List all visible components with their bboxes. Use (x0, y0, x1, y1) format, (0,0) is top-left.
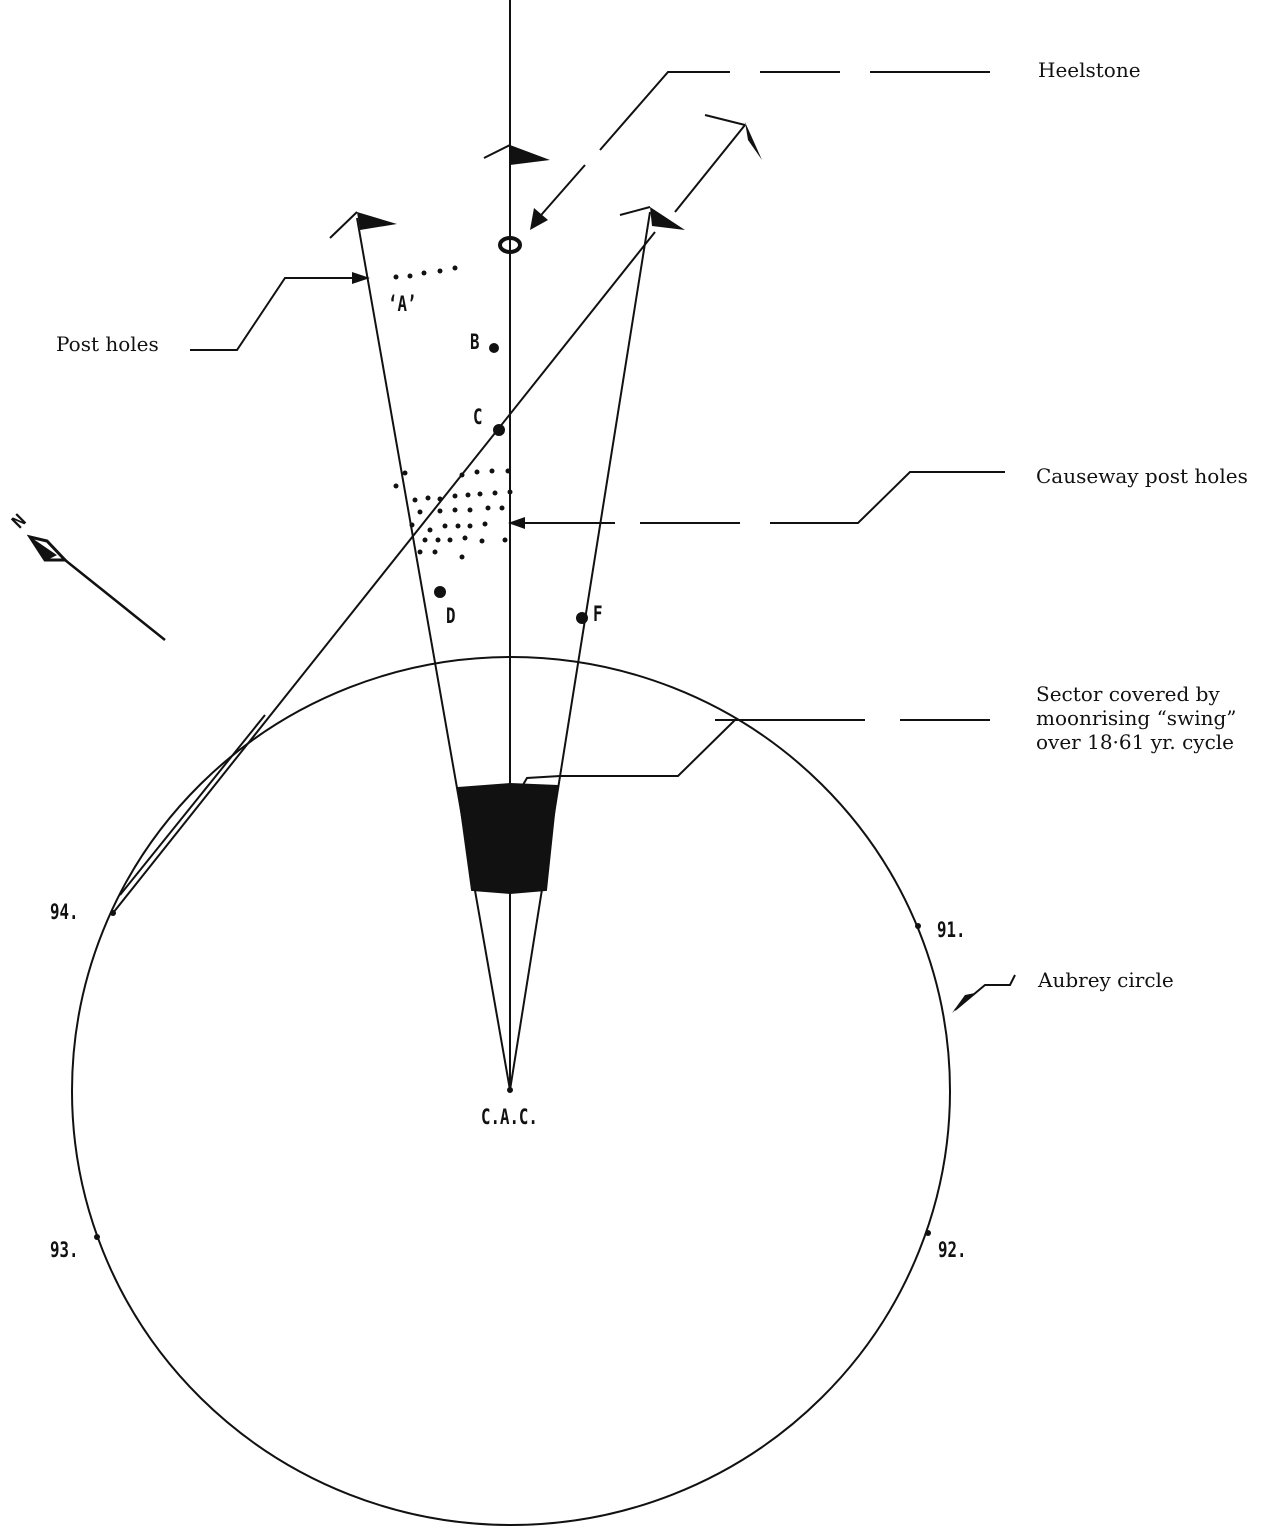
causeway-post-hole (402, 470, 408, 476)
causeway-post-hole (492, 490, 498, 496)
causeway-post-hole (474, 469, 480, 475)
post-holes-dots (393, 265, 458, 280)
causeway-post-hole (412, 497, 418, 503)
causeway-post-hole (452, 507, 458, 513)
aubrey-leader (954, 974, 1016, 1011)
aubrey-hole-94: 94. (50, 900, 79, 924)
causeway-post-hole (437, 496, 443, 502)
center-label-cac: C.A.C. (481, 1105, 538, 1129)
causeway-post-hole (452, 493, 458, 499)
causeway-post-hole (462, 535, 468, 541)
causeway-post-hole (447, 537, 453, 543)
causeway-post-hole (455, 523, 461, 529)
diagonal-extension (674, 124, 746, 213)
sector-left-line (356, 217, 511, 1091)
point-label-a: ‘A’ (388, 292, 417, 316)
causeway-post-hole (417, 509, 423, 515)
causeway-post-hole (507, 489, 513, 495)
causeway-post-hole (435, 537, 441, 543)
causeway-post-hole (427, 527, 433, 533)
sector-label-line1: Sector covered by (1036, 682, 1220, 706)
causeway-post-hole (467, 523, 473, 529)
aubrey-hole-92: 92. (938, 1238, 967, 1262)
causeway-dots (393, 468, 513, 560)
causeway-post-hole (459, 472, 465, 478)
aubrey-hole-91: 91. (937, 918, 966, 942)
aubrey-circle-label: Aubrey circle (1038, 968, 1174, 992)
north-arrow-icon (26, 534, 166, 641)
causeway-post-hole (477, 491, 483, 497)
causeway-post-hole (505, 468, 511, 474)
sector-label-line2: moonrising “swing” (1036, 706, 1237, 730)
causeway-leader (520, 471, 1005, 524)
causeway-post-hole (422, 537, 428, 543)
point-label-b: B (470, 330, 480, 354)
post-holes-label: Post holes (56, 332, 159, 356)
causeway-post-hole (499, 505, 505, 511)
black-sector (456, 782, 559, 895)
point-markers (94, 343, 931, 1240)
causeway-post-hole (485, 505, 491, 511)
heelstone-label: Heelstone (1038, 58, 1141, 82)
causeway-post-hole (479, 538, 485, 544)
causeway-post-hole (393, 483, 399, 489)
point-label-c: C (473, 405, 483, 429)
diagonal-sightline-2 (119, 714, 266, 896)
causeway-post-hole (409, 522, 415, 528)
causeway-post-holes-label: Causeway post holes (1036, 464, 1248, 488)
causeway-post-hole (459, 554, 465, 560)
causeway-post-hole (465, 492, 471, 498)
diagonal-sightline (112, 231, 656, 914)
causeway-post-hole (482, 521, 488, 527)
sector-right-line (509, 211, 651, 1091)
causeway-post-hole (442, 523, 448, 529)
causeway-post-hole (425, 495, 431, 501)
sector-leader (519, 719, 990, 791)
aubrey-hole-93: 93. (50, 1238, 79, 1262)
heelstone-leader (534, 71, 990, 223)
point-label-f: F (593, 602, 603, 626)
causeway-post-hole (502, 537, 508, 543)
flag-icons (357, 122, 762, 230)
sector-label-line3: over 18·61 yr. cycle (1036, 730, 1235, 754)
heelstone-mark (498, 236, 522, 254)
post-holes-leader (190, 277, 360, 351)
causeway-post-hole (432, 549, 438, 555)
causeway-post-hole (417, 549, 423, 555)
causeway-post-hole (467, 507, 473, 513)
point-label-d: D (446, 604, 456, 628)
causeway-post-hole (489, 468, 495, 474)
causeway-post-hole (437, 508, 443, 514)
